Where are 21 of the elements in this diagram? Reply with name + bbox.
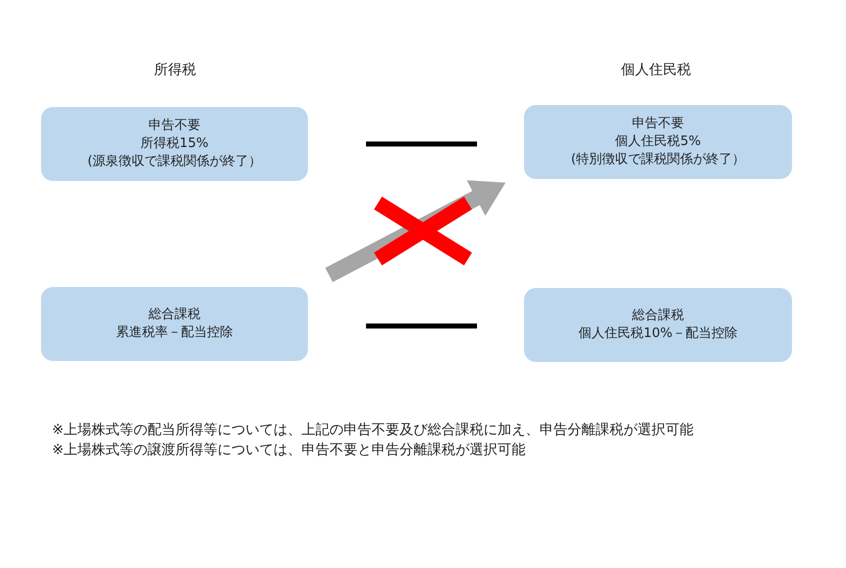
column-heading: 所得税	[154, 61, 196, 79]
rounded-box	[41, 287, 308, 361]
connector-line	[366, 142, 477, 146]
box-text: 個人住民税5%	[615, 133, 701, 151]
box-text: 申告不要	[632, 115, 684, 133]
box-text: 個人住民税10%－配当控除	[578, 325, 738, 343]
box-text: 累進税率－配当控除	[116, 324, 233, 342]
box-text: 総合課税	[148, 306, 200, 324]
box-text: 所得税15%	[140, 135, 208, 153]
footnote: ※上場株式等の譲渡所得等については、申告不要と申告分離課税が選択可能	[52, 441, 526, 459]
rounded-box	[524, 105, 792, 179]
rounded-box	[41, 107, 308, 181]
footnote: ※上場株式等の配当所得等については、上記の申告不要及び総合課税に加え、申告分離課税が選択可能	[52, 421, 694, 439]
arrow	[325, 180, 506, 282]
column-heading: 個人住民税	[621, 61, 691, 79]
box-text: (特別徴収で課税関係が終了）	[570, 151, 746, 169]
box-text: 申告不要	[148, 117, 200, 135]
connector-line	[366, 324, 477, 328]
box-text: (源泉徴収で課税関係が終了）	[87, 153, 262, 171]
rounded-box	[524, 288, 792, 362]
box-text: 総合課税	[632, 307, 684, 325]
